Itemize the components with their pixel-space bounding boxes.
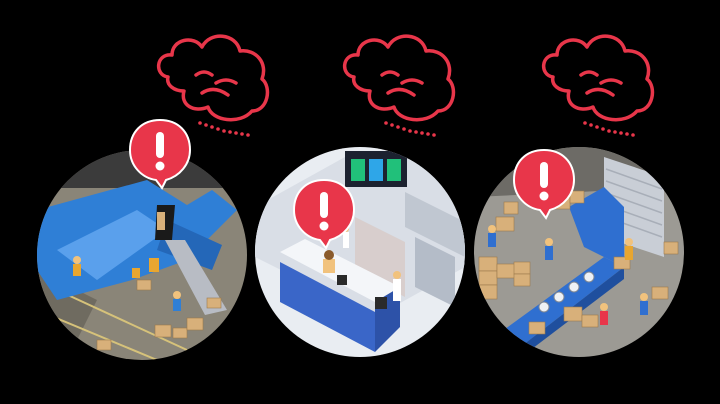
panel-checkin	[240, 0, 480, 404]
warehouse-conveyor-illustration	[474, 147, 684, 357]
exclamation-alert-icon	[512, 148, 576, 220]
exclamation-alert-icon	[128, 118, 192, 190]
exclamation-alert-icon	[292, 178, 356, 250]
panel-warehouse	[474, 0, 720, 404]
sad-cloud-icon	[542, 34, 655, 137]
sad-cloud-icon	[157, 34, 270, 137]
panel-airport	[0, 0, 270, 404]
sad-cloud-icon	[343, 34, 456, 137]
checkin-counter-illustration	[255, 147, 465, 357]
